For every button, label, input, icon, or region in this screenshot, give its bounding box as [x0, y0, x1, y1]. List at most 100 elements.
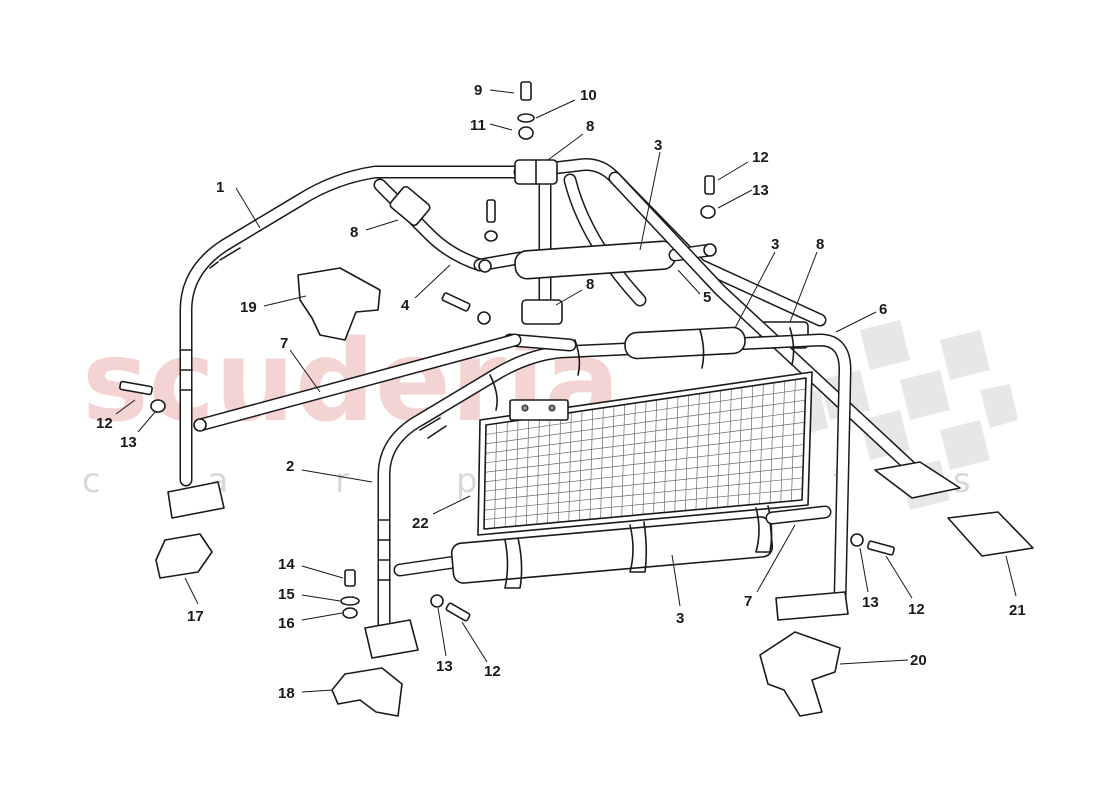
- net-mesh-line: [642, 401, 647, 515]
- net-mesh-line: [526, 418, 530, 526]
- net-mesh-line: [547, 415, 551, 524]
- callout-13-right: 13: [862, 594, 879, 611]
- bracket-20: [759, 631, 841, 717]
- callout-18: 18: [278, 685, 295, 702]
- callout-16: 16: [278, 615, 295, 632]
- callout-21: 21: [1009, 602, 1026, 619]
- net-mesh: [484, 379, 806, 529]
- fasteners: [119, 81, 895, 622]
- net-mesh-line: [621, 404, 626, 517]
- net-mesh-line: [663, 398, 668, 513]
- net-mesh-line: [568, 412, 572, 522]
- callout-17: 17: [187, 608, 204, 625]
- part-lower-damper: [393, 505, 832, 589]
- bolt-12-right: [867, 540, 895, 556]
- bolt-12-top: [704, 175, 715, 195]
- callout-13-top: 13: [752, 182, 769, 199]
- bolt-12-left: [119, 380, 153, 396]
- net-mesh-line: [485, 388, 806, 435]
- bolt-brace: [441, 292, 471, 312]
- leader-lines: [115, 89, 1017, 693]
- part-diagonal-brace-left: [193, 333, 522, 432]
- callout-7-right: 7: [744, 593, 752, 610]
- net-mesh-line: [674, 396, 679, 512]
- callout-5: 5: [703, 289, 711, 306]
- callout-12-top: 12: [752, 149, 769, 166]
- net-mesh-line: [716, 390, 722, 508]
- nut-brace: [477, 311, 491, 325]
- net-mesh-line: [685, 395, 690, 511]
- bolt-mid: [486, 199, 496, 223]
- callout-1: 1: [216, 179, 224, 196]
- base-plates: [167, 481, 849, 659]
- callout-8-left: 8: [350, 224, 358, 241]
- callout-20: 20: [910, 652, 927, 669]
- nut-11: [518, 126, 534, 140]
- callout-7-left: 7: [280, 335, 288, 352]
- net-mesh-line: [485, 399, 806, 445]
- part-side-brace: [608, 171, 961, 499]
- net-mesh-line: [484, 466, 804, 501]
- net-mesh-line: [600, 407, 604, 519]
- net-mesh-line: [485, 433, 805, 473]
- callout-9: 9: [474, 82, 482, 99]
- callout-3-mid: 3: [771, 236, 779, 253]
- net-mesh-line: [791, 379, 796, 501]
- net-mesh-line: [494, 423, 498, 529]
- bolt-12-bottom: [445, 602, 471, 622]
- loose-brackets: [155, 267, 1034, 717]
- washer-15: [340, 596, 360, 606]
- net-mesh-line: [484, 488, 803, 520]
- callout-2: 2: [286, 458, 294, 475]
- part-rear-hoop: [179, 165, 527, 487]
- bracket-19: [297, 267, 381, 341]
- net-mesh-line: [759, 384, 764, 504]
- net-mesh-line: [769, 382, 775, 503]
- bracket-18: [331, 667, 403, 717]
- nut-16: [342, 607, 358, 619]
- net-mesh-line: [484, 455, 804, 492]
- callouts: 1 2 3 3 3 4 5 6 7 7 8 8 8 8 9 10 11 12 1…: [96, 82, 1026, 702]
- callout-22: 22: [412, 515, 429, 532]
- net-mesh-line: [780, 381, 786, 502]
- callout-6: 6: [879, 301, 887, 318]
- bolt-9: [520, 81, 532, 101]
- net-mesh-line: [579, 410, 583, 521]
- callout-4: 4: [401, 297, 410, 314]
- net-mesh-line: [748, 385, 754, 505]
- callout-3-bottom: 3: [676, 610, 684, 627]
- washer-10: [517, 113, 535, 123]
- net-mesh-line: [515, 420, 519, 527]
- net-mesh-line: [536, 417, 540, 525]
- net-mesh-line: [589, 409, 594, 520]
- plate-21: [947, 511, 1034, 557]
- bolt-14: [344, 569, 356, 587]
- net-mesh-line: [504, 421, 508, 528]
- net-mesh-line: [727, 388, 732, 507]
- callout-12-left: 12: [96, 415, 113, 432]
- callout-10: 10: [580, 87, 597, 104]
- net-mesh-line: [485, 422, 805, 464]
- callout-3-top: 3: [654, 137, 662, 154]
- net-mesh-line: [738, 387, 743, 506]
- net-mesh-line: [653, 399, 658, 514]
- net-mesh-line: [484, 477, 803, 511]
- callout-11: 11: [470, 117, 486, 134]
- callout-8-top: 8: [586, 118, 594, 135]
- nut-13-bottom: [430, 594, 444, 608]
- net-mesh-line: [695, 393, 700, 510]
- callout-19: 19: [240, 299, 257, 316]
- nut-mid: [484, 230, 498, 242]
- net-mesh-line: [557, 414, 562, 523]
- part-middle-damper: [489, 326, 795, 411]
- callout-12-right: 12: [908, 601, 925, 618]
- callout-8-right: 8: [816, 236, 824, 253]
- callout-15: 15: [278, 586, 295, 603]
- callout-13-bottom: 13: [436, 658, 453, 675]
- callout-13-left: 13: [120, 434, 137, 451]
- nut-13-right: [850, 533, 864, 547]
- callout-14: 14: [278, 556, 295, 573]
- callout-8-center: 8: [586, 276, 594, 293]
- net-mesh-line: [484, 444, 804, 483]
